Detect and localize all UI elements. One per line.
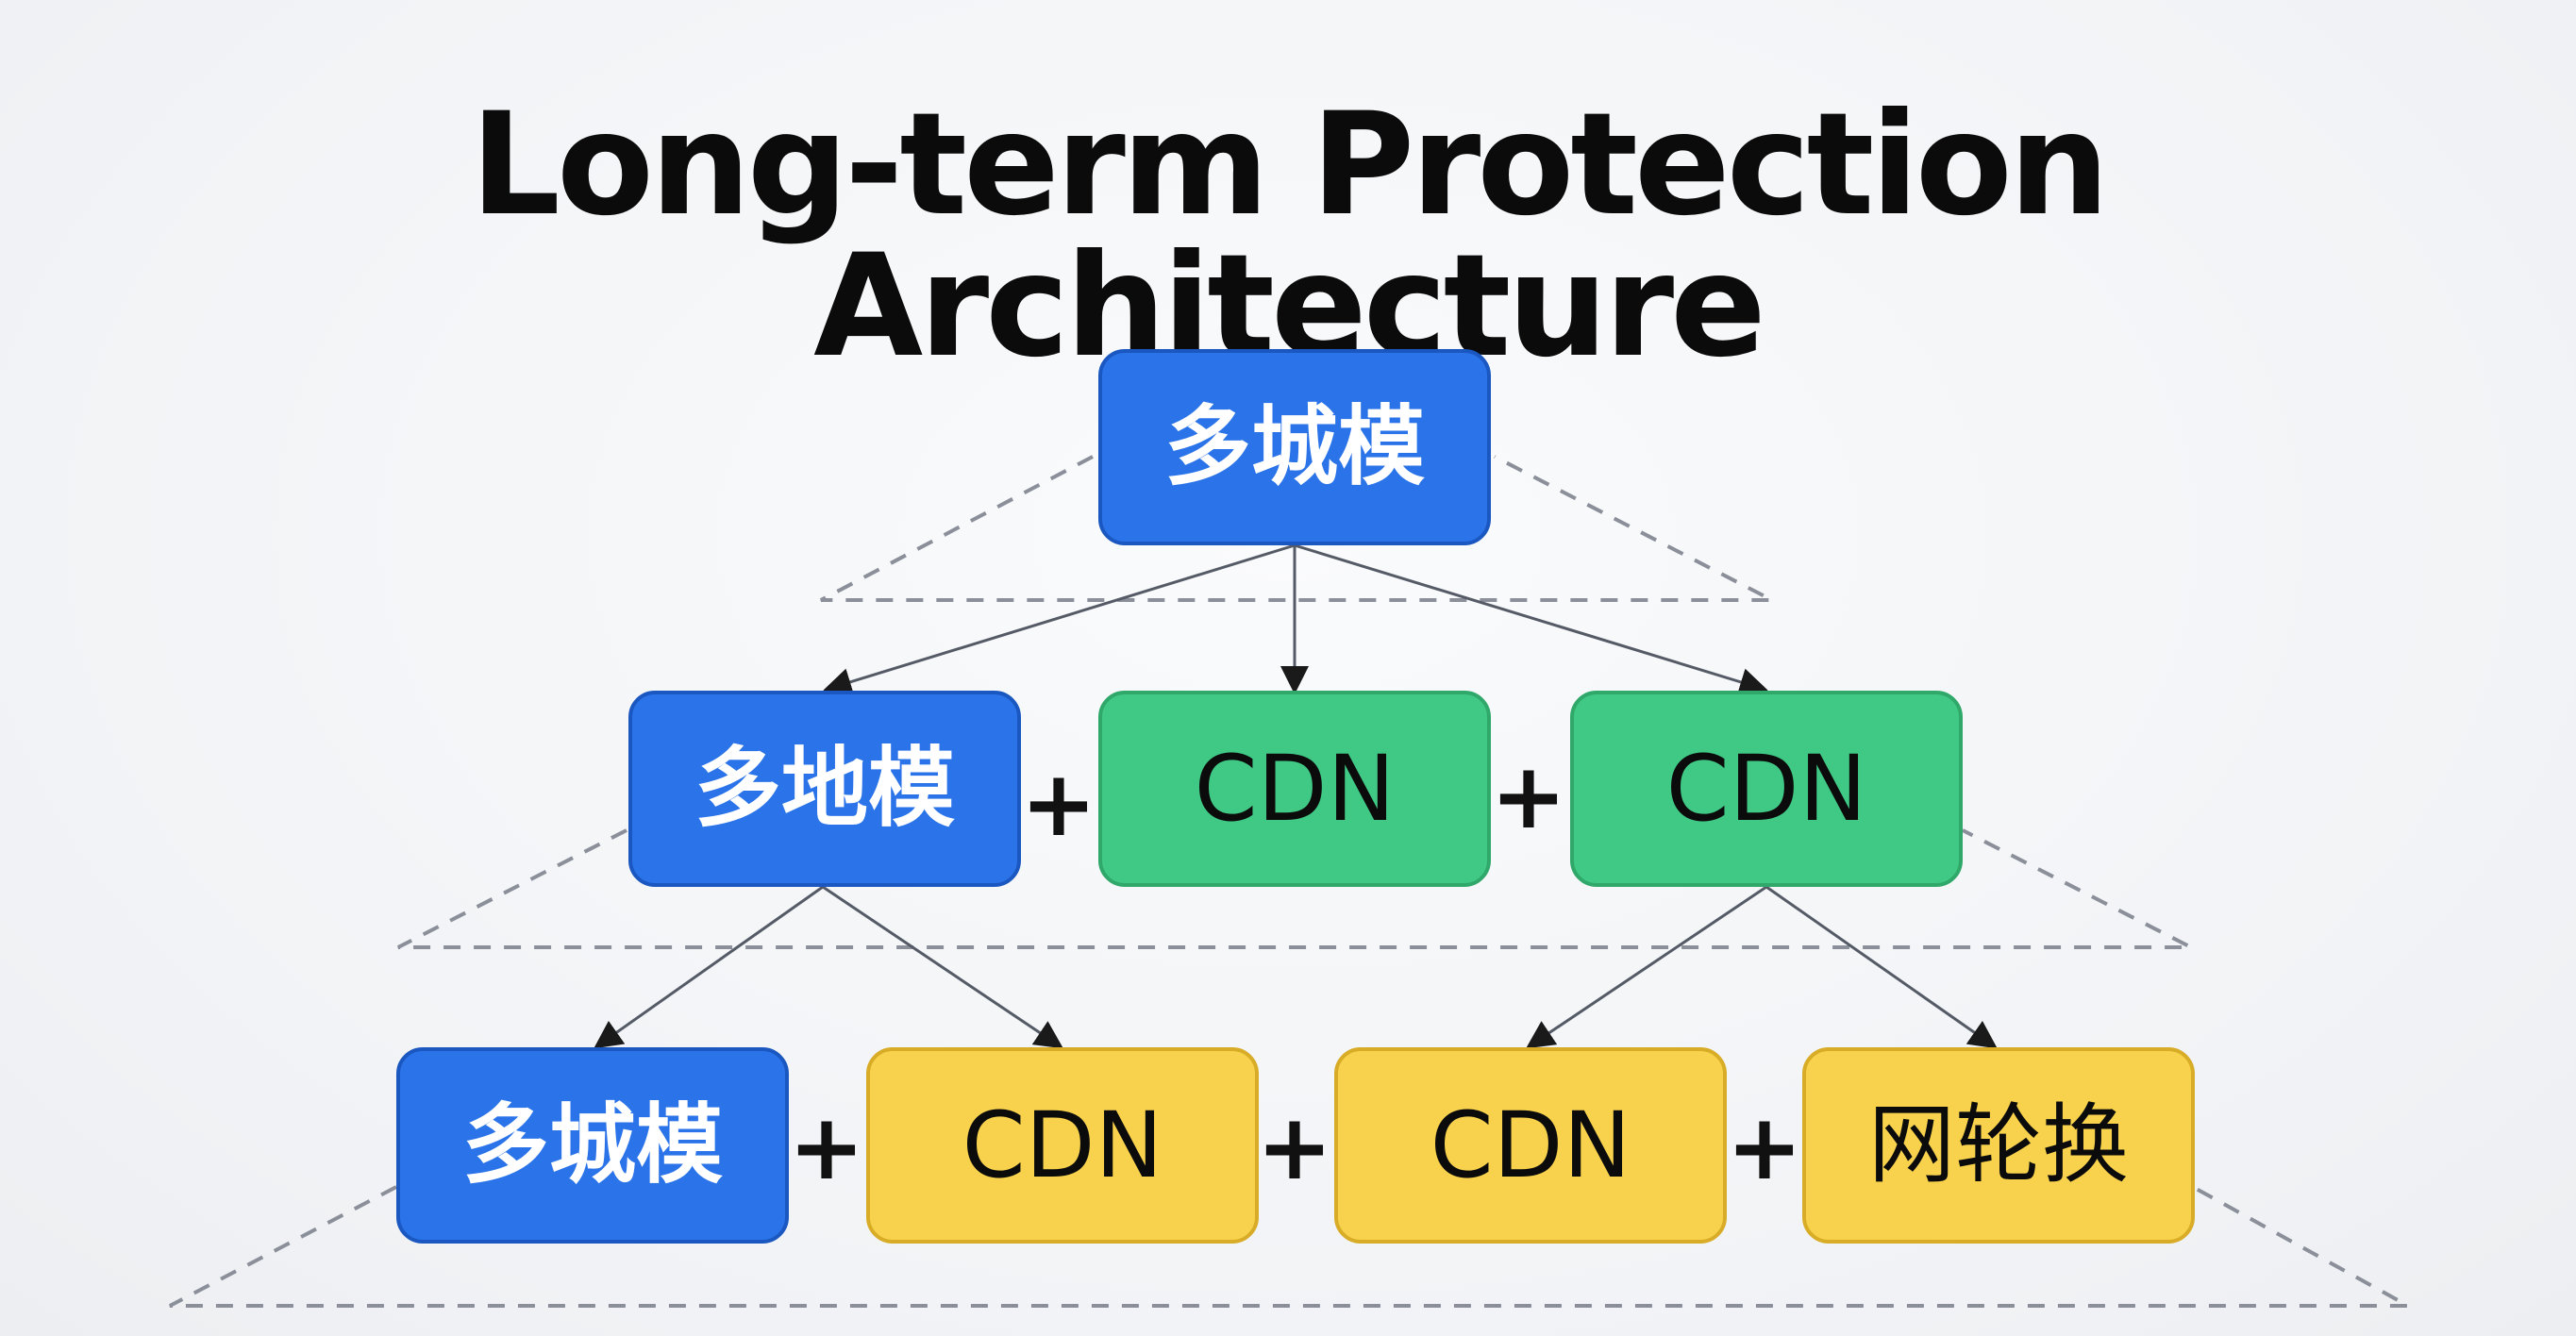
diagram-title: Long-term Protection Architecture — [470, 83, 2109, 389]
node-mid-3-label: CDN — [1665, 736, 1867, 842]
node-mid-1: 多地模 — [628, 691, 1021, 887]
tier-2-dashed-outline — [397, 828, 2192, 949]
node-mid-1-label: 多地模 — [694, 738, 955, 839]
arrow-mid-right-to-bottom-4 — [1765, 885, 1998, 1049]
node-bottom-1: 多城模 — [396, 1047, 789, 1244]
tier-1-dashed-outline — [820, 455, 1773, 602]
plus-mid-2: + — [1490, 743, 1567, 849]
arrow-mid-left-to-bottom-1 — [594, 885, 824, 1049]
node-mid-3: CDN — [1570, 691, 1963, 887]
node-bottom-2-label: CDN — [962, 1093, 1163, 1198]
arrow-mid-right-to-bottom-3 — [1526, 885, 1767, 1049]
node-bottom-1-label: 多城模 — [461, 1094, 723, 1195]
node-mid-2-label: CDN — [1194, 736, 1396, 842]
node-bottom-3: CDN — [1334, 1047, 1727, 1244]
node-mid-2: CDN — [1098, 691, 1491, 887]
plus-bottom-1: + — [788, 1094, 865, 1200]
plus-bottom-2: + — [1256, 1094, 1333, 1200]
arrow-top-to-mid-left — [823, 543, 1296, 696]
tier-3-dashed-outline — [169, 1185, 2409, 1308]
arrow-mid-left-to-bottom-2 — [822, 885, 1063, 1049]
node-top-label: 多城模 — [1163, 396, 1425, 497]
node-bottom-2: CDN — [866, 1047, 1259, 1244]
node-bottom-4: 网轮换 — [1802, 1047, 2195, 1244]
plus-mid-1: + — [1020, 751, 1097, 857]
node-bottom-4-label: 网轮换 — [1867, 1094, 2129, 1195]
plus-bottom-3: + — [1726, 1094, 1803, 1200]
node-bottom-3-label: CDN — [1430, 1093, 1631, 1198]
arrow-top-to-mid-right — [1294, 543, 1768, 696]
node-top: 多城模 — [1098, 349, 1491, 545]
